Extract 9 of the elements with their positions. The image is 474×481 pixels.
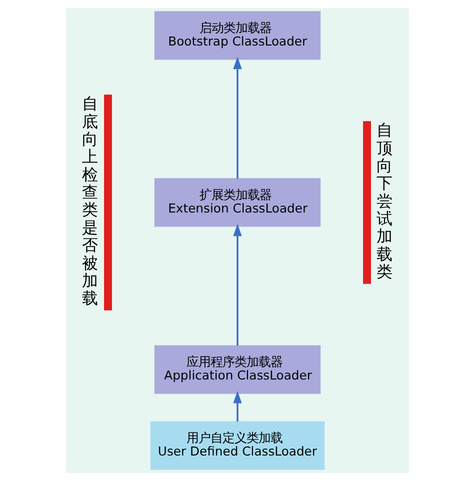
arrow (232, 390, 242, 422)
arrow (232, 56, 242, 179)
node-box: 扩展类加载器 Extension ClassLoader (154, 178, 320, 227)
label: 自底向上检查类是否被加载 (81, 94, 98, 308)
arrow (232, 224, 242, 346)
node-box: 应用程序类加载器 Application ClassLoader (154, 345, 320, 394)
label: 自顶向下尝试加载类 (376, 120, 392, 282)
node-box: 启动类加载器 Bootstrap ClassLoader (154, 11, 320, 60)
node-box: 用户自定义类加载 User Defined ClassLoader (150, 421, 324, 470)
